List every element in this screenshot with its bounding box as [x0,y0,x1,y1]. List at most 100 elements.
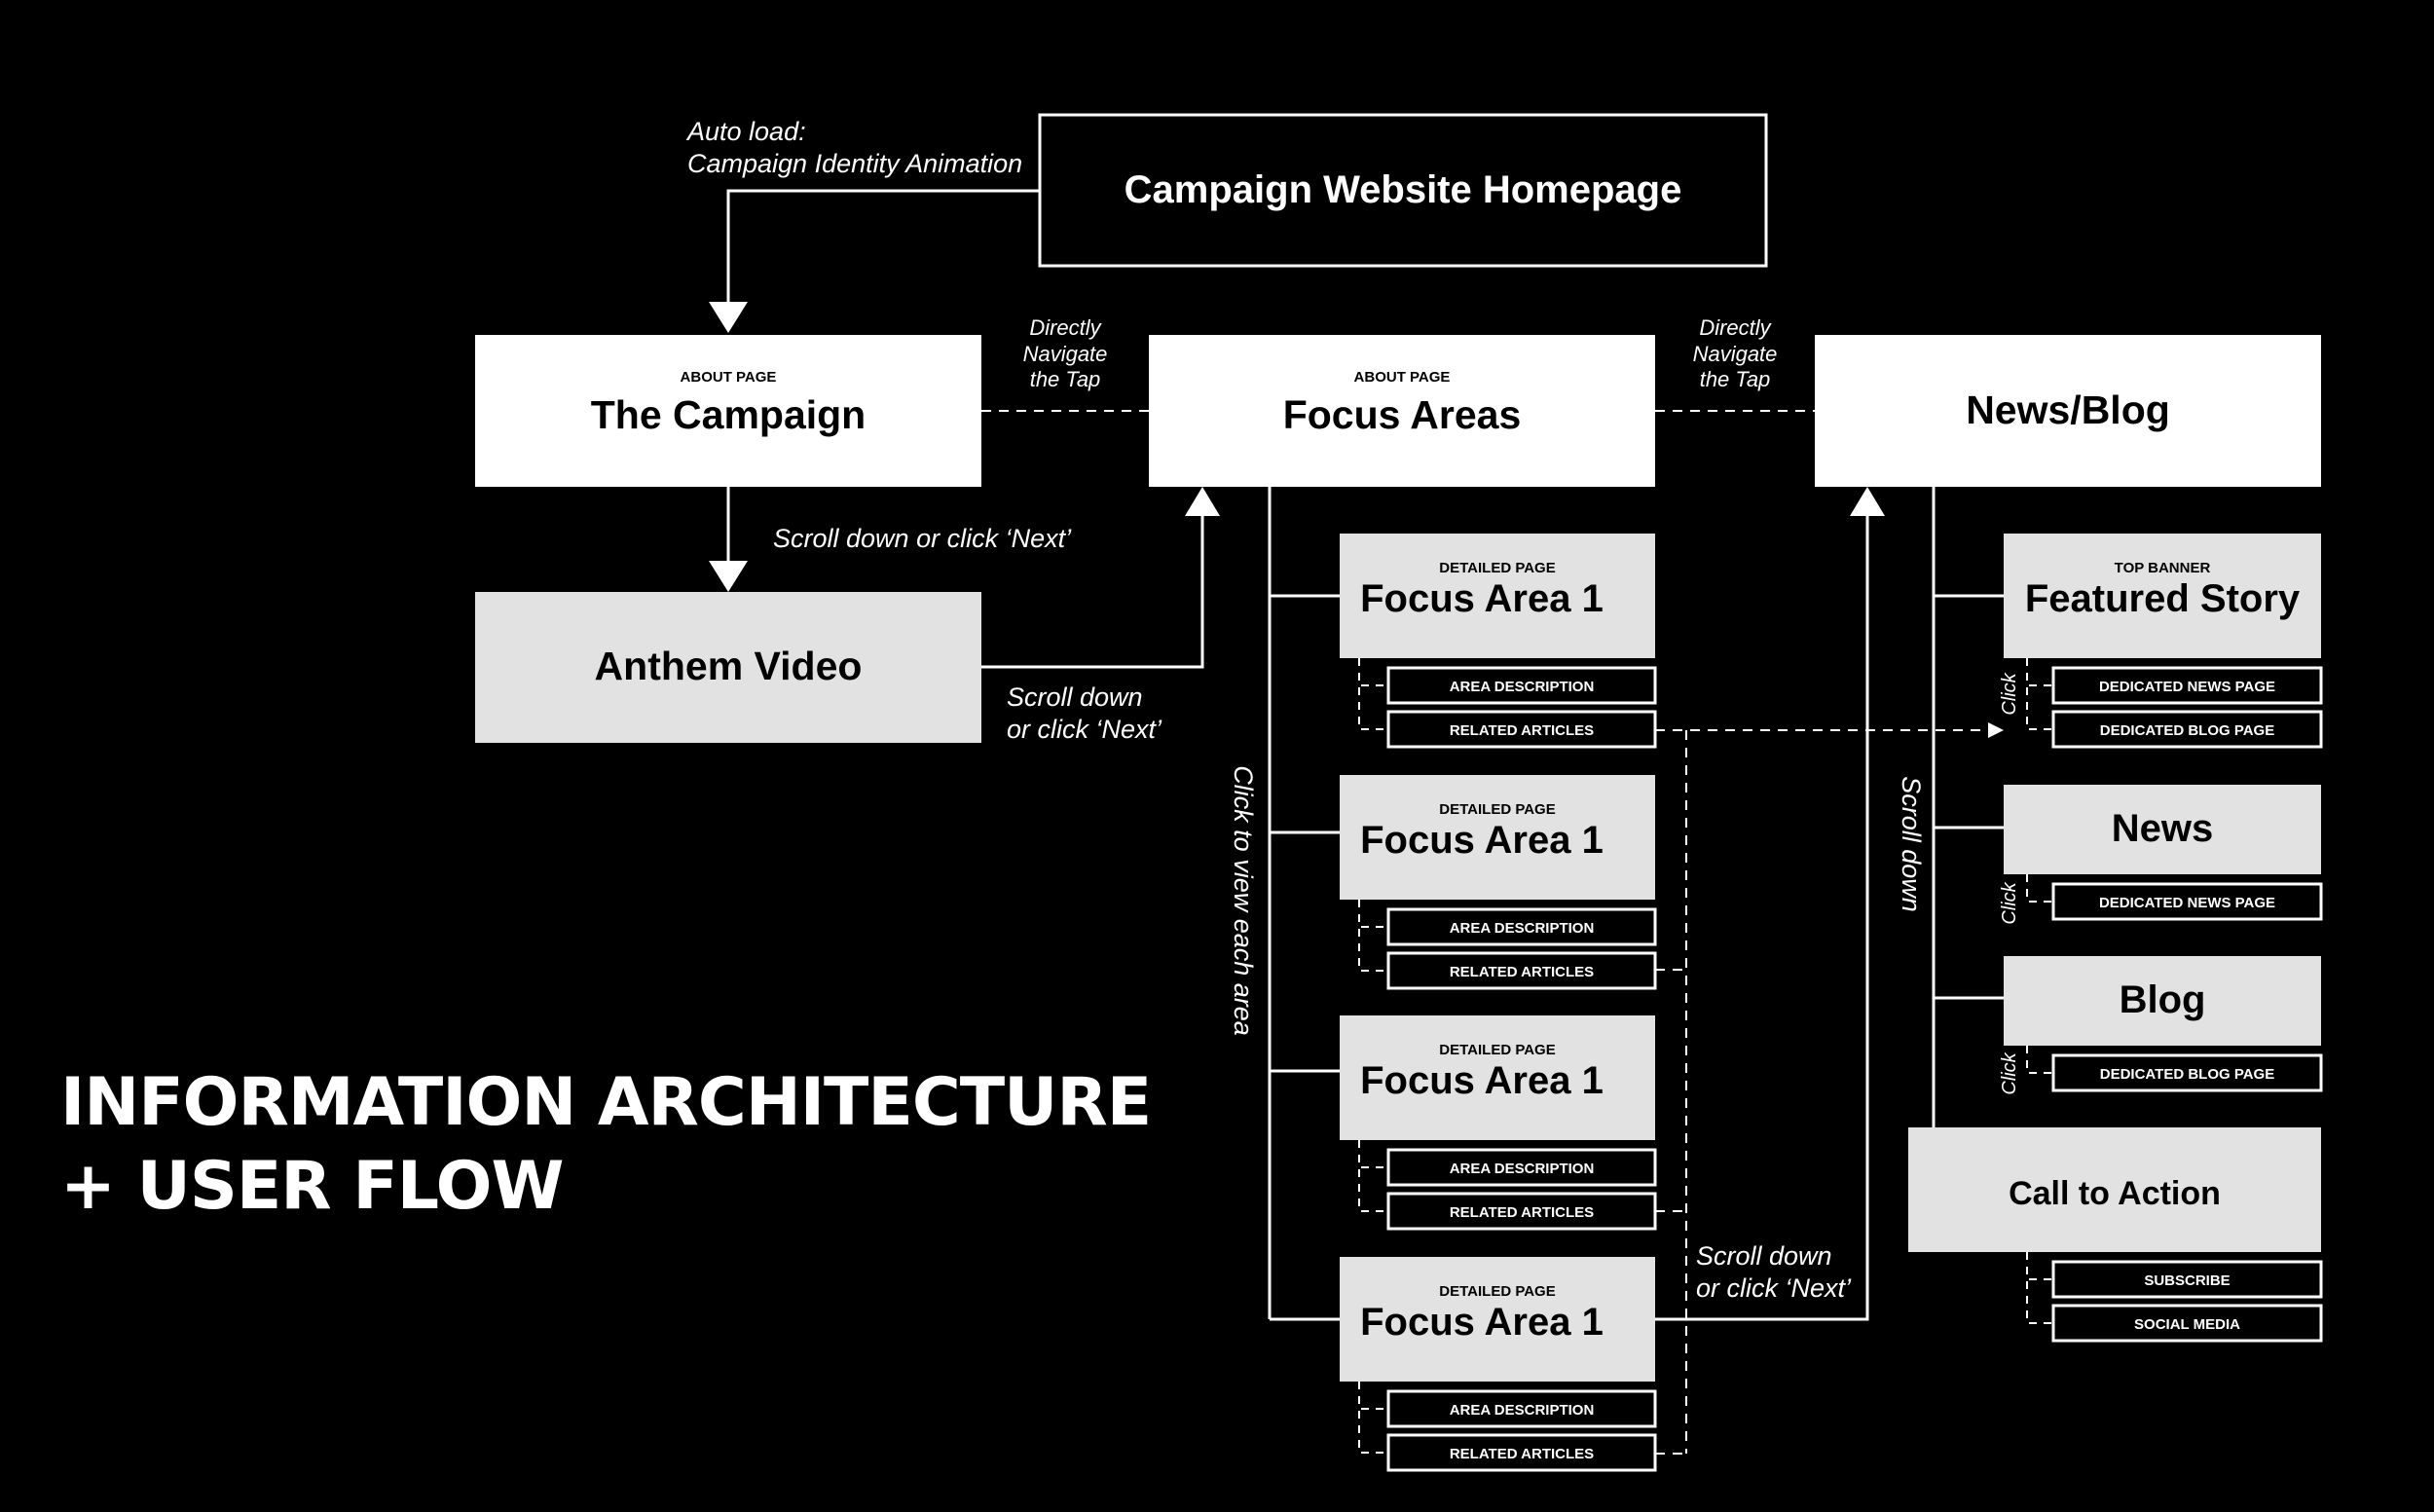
connector-home-to-campaign [726,189,1040,302]
sub-item-dashes [1358,658,2053,1454]
direct-nav-1-line1: Directly [1029,315,1102,340]
news-sub-1-label: DEDICATED NEWS PAGE [2099,895,2275,911]
focus-sub-dash-1-1 [1358,658,1388,686]
cta-sub-2[interactable] [2051,1304,2323,1343]
focus-area-box-3[interactable] [1340,1015,1655,1140]
direct-nav-2-line1: Directly [1699,315,1772,340]
featured-story-label: Featured Story [2025,577,2301,620]
cta-sub-dash-2 [2026,1252,2053,1324]
blog-label: Blog [2120,978,2206,1021]
focus-area-3-sub-1-label: AREA DESCRIPTION [1450,1161,1595,1177]
campaign-label: The Campaign [591,392,866,437]
scroll-down-label: Scroll down [1897,776,1926,912]
focus-area-2-sub-2[interactable] [1386,951,1657,990]
anthem-video-box[interactable] [475,592,981,743]
arrow-up-focus [1185,487,1220,516]
focus-sub-dash-2-2 [1358,900,1388,972]
direct-nav-2-line2: Navigate [1693,342,1778,366]
title-line-2: + USER FLOW [60,1148,565,1225]
news-blog-box[interactable] [1815,335,2321,487]
arrow-down-campaign [709,302,748,333]
focus-area-4-sub-1[interactable] [1386,1389,1657,1428]
call-to-action-box[interactable] [1908,1127,2321,1252]
title-line-1: INFORMATION ARCHITECTURE [60,1064,1152,1141]
click-label-featured: Click [1999,672,2020,715]
focus-area-4-sub-2-label: RELATED ARTICLES [1450,1446,1594,1462]
focus-area-box-1[interactable] [1340,534,1655,658]
click-label-news: Click [1999,881,2020,924]
direct-nav-2-line3: the Tap [1700,367,1771,391]
focus-area-4-sub-1-label: AREA DESCRIPTION [1450,1402,1595,1419]
focus-area-2-sub-1[interactable] [1386,907,1657,946]
featured-sub-1[interactable] [2051,666,2323,705]
focus-area-box-2[interactable] [1340,775,1655,900]
focus-areas-box[interactable] [1149,335,1655,487]
news-sub-dash-1 [2026,874,2053,903]
news-blog-label: News/Blog [1966,387,2170,432]
news-label: News [2112,807,2214,850]
click-each-area-label: Click to view each area [1229,765,1258,1036]
featured-sub-1-label: DEDICATED NEWS PAGE [2099,679,2275,695]
featured-story-box[interactable] [2004,534,2321,658]
connector-anthem-to-focus [981,516,1204,669]
focus-sub-dash-3-2 [1358,1140,1388,1212]
featured-sub-2-label: DEDICATED BLOG PAGE [2100,722,2274,739]
dashed-related-arrow [1988,722,2004,738]
focus-area-box-4[interactable] [1340,1257,1655,1382]
connectors [709,189,2004,1321]
page-title: INFORMATION ARCHITECTURE + USER FLOW [60,1061,1152,1229]
homepage-box[interactable] [1038,113,1768,268]
news-sub-items: DEDICATED NEWS PAGE DEDICATED BLOG PAGE DE… [2051,666,2323,1343]
connector-focus-to-news [1655,516,1869,1321]
cta-sub-dash-1 [2026,1252,2053,1280]
cta-sub-2-label: SOCIAL MEDIA [2134,1316,2240,1333]
featured-sub-2[interactable] [2051,710,2323,749]
focus-areas-label: Focus Areas [1283,392,1522,437]
arrow-down-anthem [709,561,748,592]
direct-nav-1-line2: Navigate [1023,342,1108,366]
featured-story-small: TOP BANNER [2115,560,2211,576]
focus-sub-dash-2-1 [1358,900,1388,928]
focus-area-1-sub-2[interactable] [1386,710,1657,749]
focus-area-2-sub-2-label: RELATED ARTICLES [1450,964,1594,980]
click-label-blog: Click [1999,1051,2020,1094]
focus-sub-dash-4-2 [1358,1382,1388,1454]
blog-box[interactable] [2004,956,2321,1046]
focus-sub-dash-1-2 [1358,658,1388,730]
focus-areas-small: ABOUT PAGE [1354,369,1451,386]
direct-nav-1-line3: the Tap [1030,367,1101,391]
focus-area-3-sub-1[interactable] [1386,1148,1657,1187]
featured-sub-dash-2 [2026,658,2053,730]
blog-sub-1[interactable] [2051,1053,2323,1092]
focus-area-label-1: Focus Area 1 [1360,577,1604,620]
campaign-box[interactable] [475,335,981,487]
call-to-action-label: Call to Action [2009,1175,2221,1212]
homepage-label: Campaign Website Homepage [1125,168,1682,211]
featured-sub-dash-1 [2026,658,2053,686]
focus-area-1-sub-1[interactable] [1386,666,1657,705]
focus-area-3-sub-2-label: RELATED ARTICLES [1450,1204,1594,1221]
auto-load-line2: Campaign Identity Animation [687,149,1022,178]
focus-area-label-3: Focus Area 1 [1360,1059,1604,1102]
focus-area-3-sub-2[interactable] [1386,1192,1657,1231]
focus-area-small-1: DETAILED PAGE [1439,560,1555,576]
news-sub-1[interactable] [2051,882,2323,921]
scroll-next-label-2-line2: or click ‘Next’ [1007,715,1162,744]
scroll-next-label-3-line1: Scroll down [1696,1241,1832,1271]
focus-area-label-4: Focus Area 1 [1360,1301,1604,1344]
focus-area-1-sub-1-label: AREA DESCRIPTION [1450,679,1595,695]
auto-load-line1: Auto load: [685,117,806,146]
focus-area-label-2: Focus Area 1 [1360,819,1604,862]
anthem-video-label: Anthem Video [595,644,863,688]
blog-sub-1-label: DEDICATED BLOG PAGE [2100,1066,2274,1083]
news-box[interactable] [2004,785,2321,874]
cta-sub-1-label: SUBSCRIBE [2144,1272,2230,1289]
focus-area-small-2: DETAILED PAGE [1439,801,1555,818]
dashed-connectors [981,410,2004,1455]
cta-sub-1[interactable] [2051,1260,2323,1299]
scroll-next-label-1: Scroll down or click ‘Next’ [773,524,1072,553]
focus-area-1-sub-2-label: RELATED ARTICLES [1450,722,1594,739]
focus-area-4-sub-2[interactable] [1386,1433,1657,1472]
